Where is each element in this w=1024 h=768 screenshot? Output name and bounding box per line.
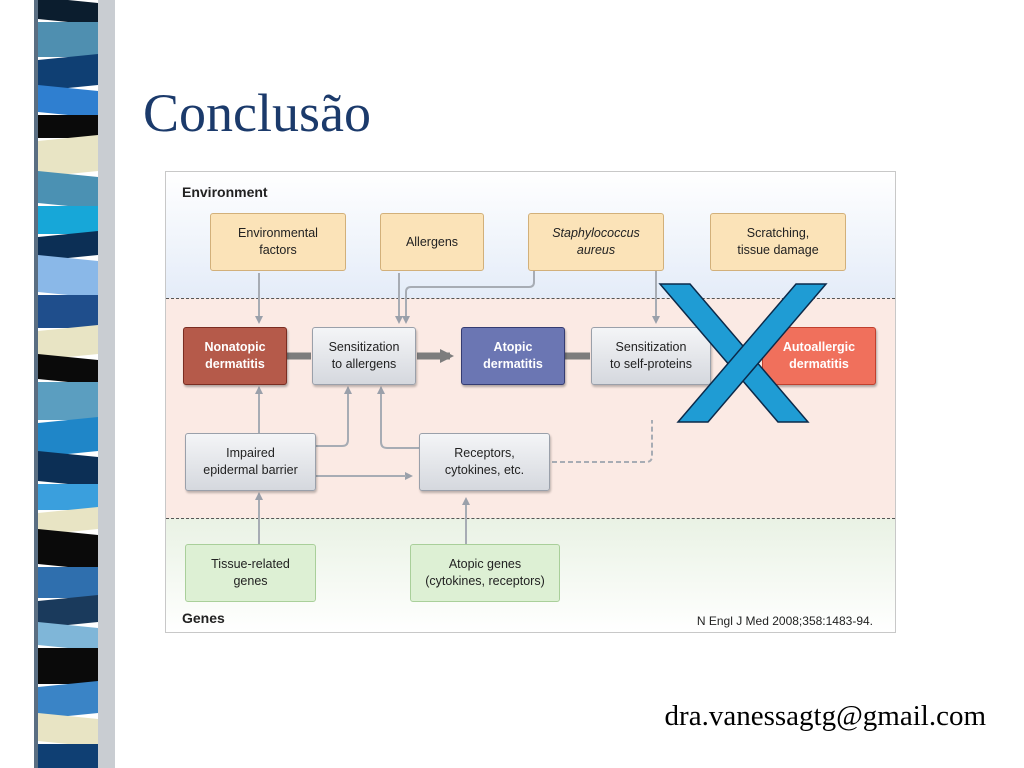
stripe-block [38, 231, 98, 261]
stripe-block [38, 325, 98, 360]
stripe-block [38, 206, 98, 234]
environment-divider [166, 298, 895, 299]
stripe-block [38, 529, 98, 570]
stripe-block [38, 744, 98, 768]
stripe-block [38, 22, 98, 57]
allergens-box: Allergens [380, 213, 484, 271]
atopic-genes-box: Atopic genes (cytokines, receptors) [410, 544, 560, 602]
atopic-dermatitis-box: Atopic dermatitis [461, 327, 565, 385]
stripe-block [38, 595, 98, 628]
stripe-block [38, 507, 98, 535]
contact-email: dra.vanessagtg@gmail.com [664, 700, 986, 732]
stripe-block [38, 354, 98, 385]
slide-title: Conclusão [143, 83, 371, 143]
stripe-block [38, 54, 98, 91]
stripe-block [38, 648, 98, 684]
stripe-block [38, 681, 98, 719]
tissue-related-genes-box: Tissue-related genes [185, 544, 316, 602]
stripe-block [38, 115, 98, 138]
genes-divider [166, 518, 895, 519]
stripe-block [38, 171, 98, 209]
stripe-block [38, 417, 98, 457]
environment-label: Environment [182, 184, 268, 200]
stripe-block [38, 255, 98, 298]
stripe-block [38, 85, 98, 118]
sensitization-allergens-box: Sensitization to allergens [312, 327, 416, 385]
stripe-block [38, 567, 98, 598]
scratching-box: Scratching, tissue damage [710, 213, 846, 271]
sensitization-self-proteins-box: Sensitization to self-proteins [591, 327, 711, 385]
staphylococcus-aureus-box: Staphylococcus aureus [528, 213, 664, 271]
stripe-block [38, 382, 98, 420]
stripe-block [38, 135, 98, 177]
nonatopic-dermatitis-box: Nonatopic dermatitis [183, 327, 287, 385]
citation: N Engl J Med 2008;358:1483-94. [696, 614, 873, 628]
stripe-block [38, 451, 98, 487]
stripe-block [38, 713, 98, 747]
dermatitis-pathway-figure: Environment Genes N Engl J Med 2008;358:… [165, 171, 896, 633]
stripe-block [38, 484, 98, 510]
stripe-block [38, 622, 98, 651]
environmental-factors-box: Environmental factors [210, 213, 346, 271]
stripe-block [38, 0, 98, 25]
impaired-barrier-box: Impaired epidermal barrier [185, 433, 316, 491]
stripe-block [38, 295, 98, 328]
decorative-side-stripe [0, 0, 115, 768]
receptors-cytokines-box: Receptors, cytokines, etc. [419, 433, 550, 491]
genes-label: Genes [182, 610, 225, 626]
cross-out-icon [658, 283, 828, 423]
